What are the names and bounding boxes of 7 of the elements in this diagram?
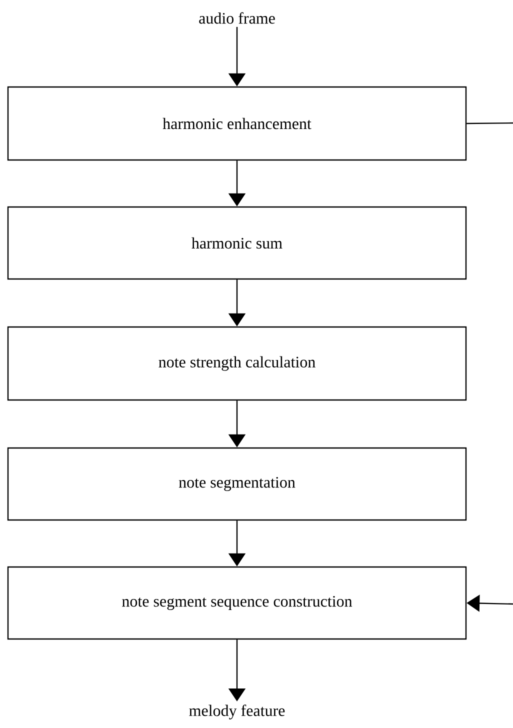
io-label: audio frame [199, 12, 275, 24]
process-box: harmonic enhancement [7, 86, 467, 161]
io-label: melody feature [189, 704, 285, 720]
process-box: note segment sequence construction [7, 566, 467, 640]
process-box: note strength calculation [7, 326, 467, 401]
process-box: harmonic sum [7, 206, 467, 280]
process-box: note segmentation [7, 447, 467, 521]
